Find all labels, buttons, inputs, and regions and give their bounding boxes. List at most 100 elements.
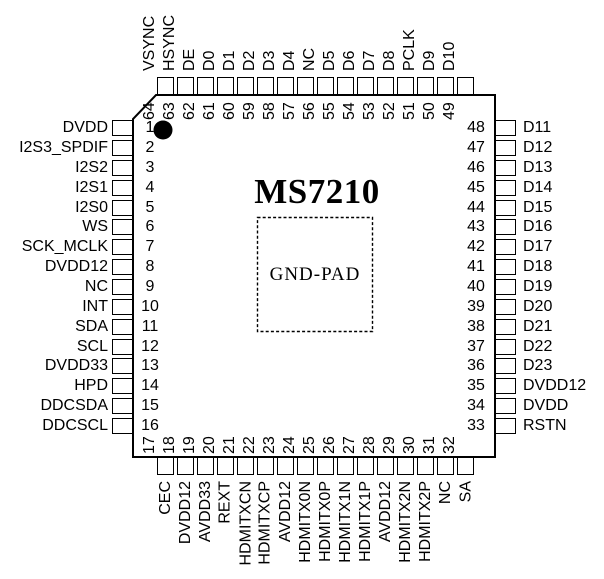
- pin-number-39: 39: [467, 297, 485, 315]
- pin-box-4: [112, 179, 133, 196]
- pin-box-17: [157, 457, 174, 475]
- pin-box-10: [112, 298, 133, 315]
- pin-box-23: [277, 457, 294, 475]
- pin-number-64: 64: [141, 102, 158, 120]
- pin-number-57: 57: [281, 102, 298, 120]
- pin-number-25: 25: [301, 436, 318, 454]
- pin-label-34: DVDD: [523, 397, 569, 415]
- pin-number-19: 19: [181, 436, 198, 454]
- pin-box-26: [337, 457, 354, 475]
- pin-number-32: 32: [441, 436, 458, 454]
- pin-number-11: 11: [141, 317, 159, 335]
- pin-label-50: D9: [421, 50, 438, 71]
- pin-number-22: 22: [241, 436, 258, 454]
- pin-label-60: D1: [221, 50, 238, 71]
- pin-box-46: [495, 159, 516, 176]
- pin-label-63: HSYNC: [161, 14, 178, 71]
- pin-number-54: 54: [341, 102, 358, 120]
- pin-label-54: D6: [341, 50, 358, 71]
- pin-label-62: DE: [181, 48, 198, 71]
- pin-label-36: D23: [523, 357, 553, 375]
- pin-label-27: HDMITX1P: [357, 481, 374, 562]
- pin-number-53: 53: [361, 102, 378, 120]
- pin-number-60: 60: [221, 102, 238, 120]
- pin-number-9: 9: [145, 277, 155, 295]
- pin-number-18: 18: [161, 436, 178, 454]
- pin-label-59: D2: [241, 50, 258, 71]
- pin-box-2: [112, 139, 133, 156]
- pin-box-60: [237, 77, 254, 95]
- pin-label-40: D19: [523, 277, 553, 295]
- pin-number-27: 27: [341, 436, 358, 454]
- pin-label-29: HDMITX2N: [397, 481, 414, 563]
- pin-label-61: D0: [201, 50, 218, 71]
- pin-number-30: 30: [401, 436, 418, 454]
- pin-label-17: CEC: [157, 481, 174, 515]
- chip-body: [132, 94, 496, 458]
- pin-box-21: [237, 457, 254, 475]
- pin-box-52: [397, 77, 414, 95]
- pin-1-marker-dot: [153, 120, 173, 140]
- pin-label-24: HDMITX0N: [297, 481, 314, 563]
- pin-box-15: [112, 398, 133, 415]
- pin-label-22: HDMITXCP: [257, 481, 274, 565]
- pin-label-37: D22: [523, 337, 553, 355]
- pin-number-34: 34: [467, 397, 485, 415]
- pin-box-58: [277, 77, 294, 95]
- pin-number-56: 56: [301, 102, 318, 120]
- pin-label-43: D16: [523, 218, 553, 236]
- pin-number-29: 29: [381, 436, 398, 454]
- pin-number-63: 63: [161, 102, 178, 120]
- pin-number-23: 23: [261, 436, 278, 454]
- pin-box-51: [417, 77, 434, 95]
- pin-number-21: 21: [221, 436, 238, 454]
- pin-number-37: 37: [467, 337, 485, 355]
- pin-label-18: DVDD12: [177, 481, 194, 545]
- pin-box-40: [495, 278, 516, 295]
- pin-box-27: [357, 457, 374, 475]
- pin-box-50: [437, 77, 454, 95]
- pin-number-36: 36: [467, 357, 485, 375]
- pin-box-53: [377, 77, 394, 95]
- pin-number-48: 48: [467, 119, 485, 136]
- pin-number-47: 47: [467, 138, 485, 156]
- pin-label-1: DVDD: [62, 119, 108, 136]
- pin-label-30: HDMITX2P: [417, 481, 434, 562]
- pin-number-7: 7: [145, 238, 155, 256]
- pin-box-54: [357, 77, 374, 95]
- pin-box-14: [112, 378, 133, 395]
- pin-box-5: [112, 199, 133, 216]
- pin-box-11: [112, 318, 133, 335]
- pin-box-7: [112, 239, 133, 256]
- pin-number-45: 45: [467, 178, 485, 196]
- pin-label-64: VSYNC: [141, 15, 158, 71]
- pin-label-6: WS: [82, 218, 108, 236]
- pin-box-32: [457, 457, 474, 475]
- pin-box-1: [112, 120, 133, 136]
- pin-number-62: 62: [181, 102, 198, 120]
- pin-label-35: DVDD12: [523, 377, 587, 395]
- pin-box-38: [495, 318, 516, 335]
- pin-label-57: D4: [281, 50, 298, 71]
- pin-number-61: 61: [201, 102, 218, 120]
- pin-label-16: DDCSCL: [42, 417, 108, 434]
- pin-box-25: [317, 457, 334, 475]
- pin-label-56: NC: [301, 47, 318, 71]
- pin-number-20: 20: [201, 436, 218, 454]
- pin-label-15: DDCSDA: [40, 397, 108, 415]
- pin-label-12: SCL: [76, 337, 108, 355]
- pin-number-6: 6: [145, 218, 155, 236]
- pin-box-30: [417, 457, 434, 475]
- pin-number-46: 46: [467, 158, 485, 176]
- pin-number-10: 10: [141, 297, 159, 315]
- pin-box-13: [112, 358, 133, 375]
- pin-box-36: [495, 358, 516, 375]
- gnd-pad-label: GND-PAD: [269, 263, 361, 285]
- pin-label-7: SCK_MCLK: [21, 238, 108, 256]
- pin-number-35: 35: [467, 377, 485, 395]
- pin-number-43: 43: [467, 218, 485, 236]
- pin-label-21: HDMITXCN: [237, 481, 254, 566]
- pin-number-33: 33: [467, 417, 485, 434]
- pin-label-46: D13: [523, 158, 553, 176]
